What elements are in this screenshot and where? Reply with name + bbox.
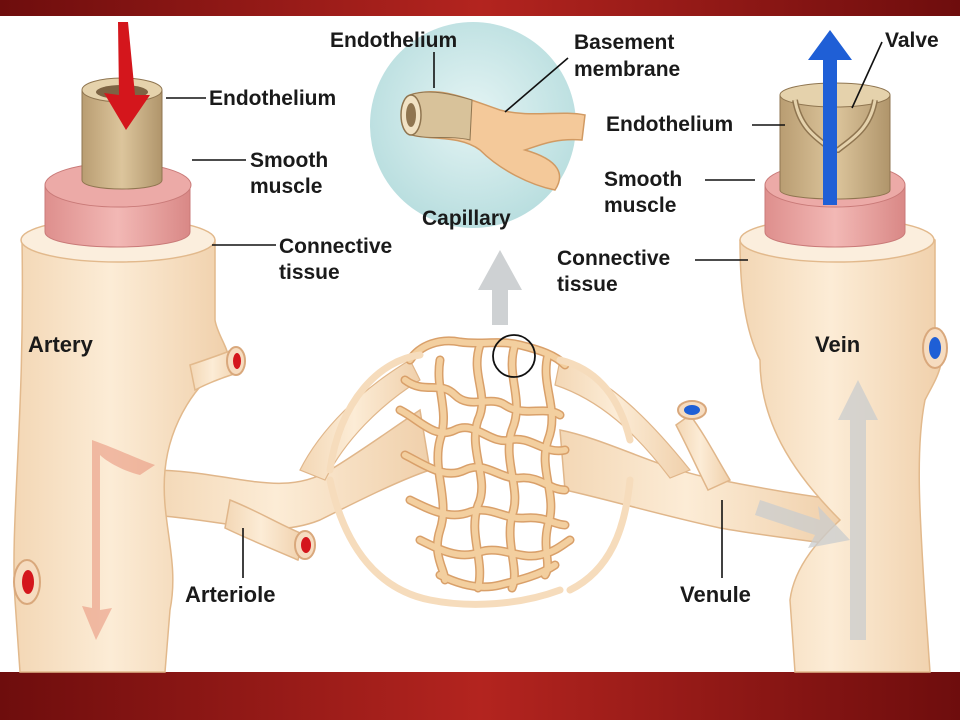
label-capillary: Capillary [422, 207, 511, 230]
label-vein-connective-1: Connective [557, 247, 670, 270]
frame-top-bar [0, 0, 960, 16]
capillary-network [149, 250, 841, 608]
label-artery-connective-2: tissue [279, 261, 340, 284]
label-artery: Artery [28, 332, 94, 357]
label-capillary-basement-1: Basement [574, 31, 674, 54]
label-capillary-endothelium: Endothelium [330, 29, 457, 52]
capillary-bed [326, 336, 634, 608]
vein-flow-arrow [838, 380, 878, 640]
artery-endothelium [81, 89, 163, 190]
capillary-magnify-circle [492, 334, 536, 378]
frame-bottom-bar [0, 672, 960, 720]
label-artery-connective-1: Connective [279, 235, 392, 258]
magnify-arrow [478, 250, 522, 325]
artery-branch-lower-blood [22, 570, 34, 594]
capillary-inset-endothelium [409, 91, 473, 141]
artery-branch-upper-blood [233, 353, 241, 369]
label-capillary-basement-2: membrane [574, 58, 680, 81]
label-vein-smooth-1: Smooth [604, 168, 682, 191]
vein-group [739, 30, 948, 673]
capillary-inset-lumen-inner [406, 103, 416, 127]
label-vein: Vein [815, 332, 860, 357]
label-vein-connective-2: tissue [557, 273, 618, 296]
venule-side-branch [675, 413, 732, 491]
label-artery-smooth-2: muscle [250, 175, 322, 198]
label-artery-endothelium: Endothelium [209, 87, 336, 110]
arteriole-blood [301, 537, 311, 553]
venule-blood [684, 405, 700, 415]
vein-branch-blood [929, 337, 941, 359]
venule-flow-arrow [755, 500, 850, 548]
label-vein-valve: Valve [885, 29, 939, 52]
arteriole-upper-branch [299, 359, 421, 481]
label-vein-smooth-2: muscle [604, 194, 676, 217]
vein-outflow-arrow [808, 30, 852, 205]
label-vein-endothelium: Endothelium [606, 113, 733, 136]
artery-group [13, 22, 246, 673]
artery-flow-arrow [82, 380, 155, 640]
label-arteriole: Arteriole [185, 582, 275, 607]
leader-lines [166, 41, 883, 578]
label-artery-smooth-1: Smooth [250, 149, 328, 172]
labels: Endothelium Smooth muscle Connective tis… [28, 29, 939, 607]
leader-capillary-basement [504, 57, 569, 113]
label-venule: Venule [680, 582, 751, 607]
capillary-inset [370, 22, 586, 228]
artery-inflow-arrow [104, 22, 150, 130]
leader-vein-valve [851, 41, 883, 109]
